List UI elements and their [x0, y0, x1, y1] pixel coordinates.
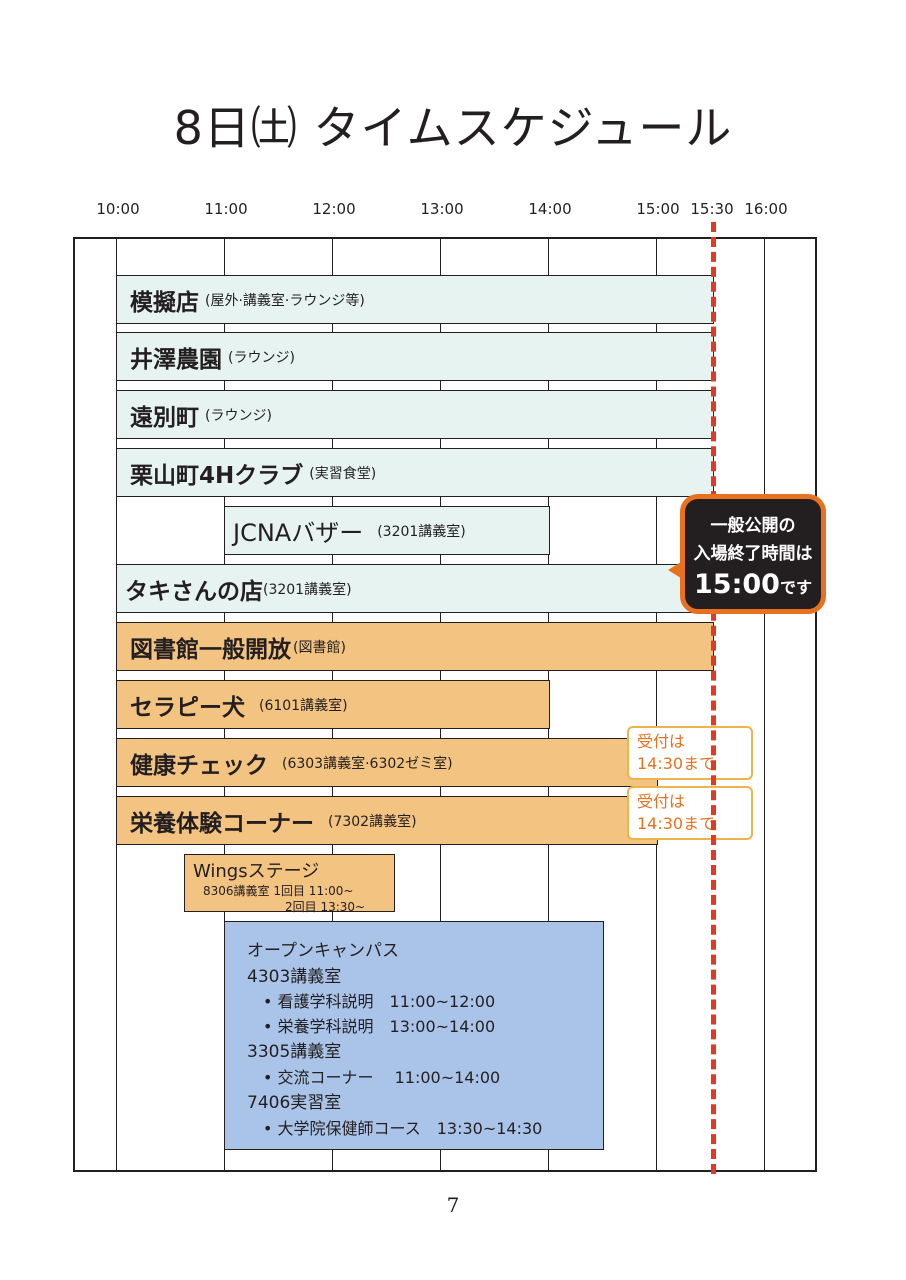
schedule-bar-mogiten: 模擬店 (屋外·講義室·ラウンジ等) [116, 275, 714, 324]
schedule-bar-nutrition: 栄養体験コーナー (7302講義室) [116, 796, 658, 845]
time-label-1600: 16:00 [744, 200, 788, 218]
schedule-bar-library: 図書館一般開放 (図書館) [116, 622, 714, 671]
schedule-bar-enbetsu: 遠別町 (ラウンジ) [116, 390, 714, 439]
callout-line: 一般公開の [710, 516, 796, 536]
event-name: 図書館一般開放 [130, 636, 291, 663]
event-name: JCNAバザー [233, 519, 364, 547]
open-campus-room: 7406実習室 [247, 1093, 342, 1113]
time-label-1300: 13:00 [420, 200, 464, 218]
callout-line: 入場終了時間は [693, 544, 813, 564]
event-room: (ラウンジ) [228, 349, 295, 366]
event-room: (6101講義室) [259, 697, 348, 714]
open-campus-item: • 看護学科説明 11:00~12:00 [263, 992, 496, 1011]
reception-note-nutrition: 受付は 14:30まで [627, 786, 753, 840]
event-name: タキさんの店 [125, 578, 263, 605]
event-room: (図書館) [293, 639, 346, 656]
event-name: 健康チェック [130, 752, 268, 779]
open-campus-heading: オープンキャンパス [247, 941, 399, 961]
event-room: (実習食堂) [309, 465, 377, 482]
schedule-bar-health-check: 健康チェック (6303講義室·6302ゼミ室) [116, 738, 658, 787]
time-label-1000: 10:00 [96, 200, 140, 218]
page-number: 7 [446, 1193, 460, 1217]
schedule-bar-taki-shop: タキさんの店 (3201講義室) [116, 564, 714, 613]
callout-time: 15:00 [694, 569, 780, 600]
entry-deadline-callout: 一般公開の 入場終了時間は 15:00です [680, 494, 826, 614]
wings-stage-box: Wingsステージ 8306講義室 1回目 11:00~ 2回目 13:30~ [184, 854, 395, 914]
schedule-bar-kuriyama-4h: 栗山町4Hクラブ (実習食堂) [116, 448, 714, 497]
event-name: 栄養体験コーナー [130, 810, 314, 837]
open-campus-room: 4303講義室 [247, 967, 342, 987]
deadline-line [711, 222, 716, 1174]
wings-schedule-line: 2回目 13:30~ [285, 900, 366, 914]
event-name: 模擬店 [130, 289, 199, 316]
open-campus-item: • 交流コーナー 11:00~14:00 [263, 1068, 501, 1087]
event-room: (3201講義室) [377, 523, 466, 540]
event-name: セラピー犬 [130, 694, 245, 721]
page-title: 8日㈯ タイムスケジュール [173, 101, 733, 155]
open-campus-item: • 大学院保健師コース 13:30~14:30 [263, 1119, 543, 1138]
note-line: 受付は [637, 732, 686, 751]
schedule-frame [73, 237, 817, 1172]
event-name: 井澤農園 [130, 346, 222, 373]
wings-title: Wingsステージ [193, 861, 320, 882]
time-label-1100: 11:00 [204, 200, 248, 218]
open-campus-room: 3305講義室 [247, 1042, 342, 1062]
event-room: (6303講義室·6302ゼミ室) [282, 755, 453, 772]
schedule-bar-izawa-farm: 井澤農園 (ラウンジ) [116, 332, 714, 381]
note-line: 14:30まで [637, 754, 716, 773]
schedule-bar-jcna-bazaar: JCNAバザー (3201講義室) [224, 506, 550, 555]
note-line: 14:30まで [637, 814, 716, 833]
time-label-1500: 15:00 [636, 200, 680, 218]
gridline-1600 [764, 239, 765, 1170]
event-room: (7302講義室) [328, 813, 417, 830]
event-room: (ラウンジ) [205, 407, 272, 424]
event-name: 栗山町4Hクラブ [130, 462, 304, 489]
note-line: 受付は [637, 792, 686, 811]
open-campus-item: • 栄養学科説明 13:00~14:00 [263, 1017, 496, 1036]
reception-note-health: 受付は 14:30まで [627, 726, 753, 780]
event-name: 遠別町 [130, 404, 199, 431]
wings-schedule-line: 8306講義室 1回目 11:00~ [203, 884, 354, 898]
event-room: (3201講義室) [263, 581, 352, 598]
callout-suffix: です [779, 578, 812, 597]
schedule-bar-therapy-dog: セラピー犬 (6101講義室) [116, 680, 550, 729]
time-label-1400: 14:00 [528, 200, 572, 218]
open-campus-box: オープンキャンパス 4303講義室 • 看護学科説明 11:00~12:00 •… [224, 921, 604, 1150]
time-label-1200: 12:00 [312, 200, 356, 218]
event-room: (屋外·講義室·ラウンジ等) [205, 292, 365, 309]
time-label-1530: 15:30 [690, 200, 734, 218]
gridline-1500 [656, 239, 657, 1170]
callout-time-line: 15:00です [685, 569, 821, 600]
